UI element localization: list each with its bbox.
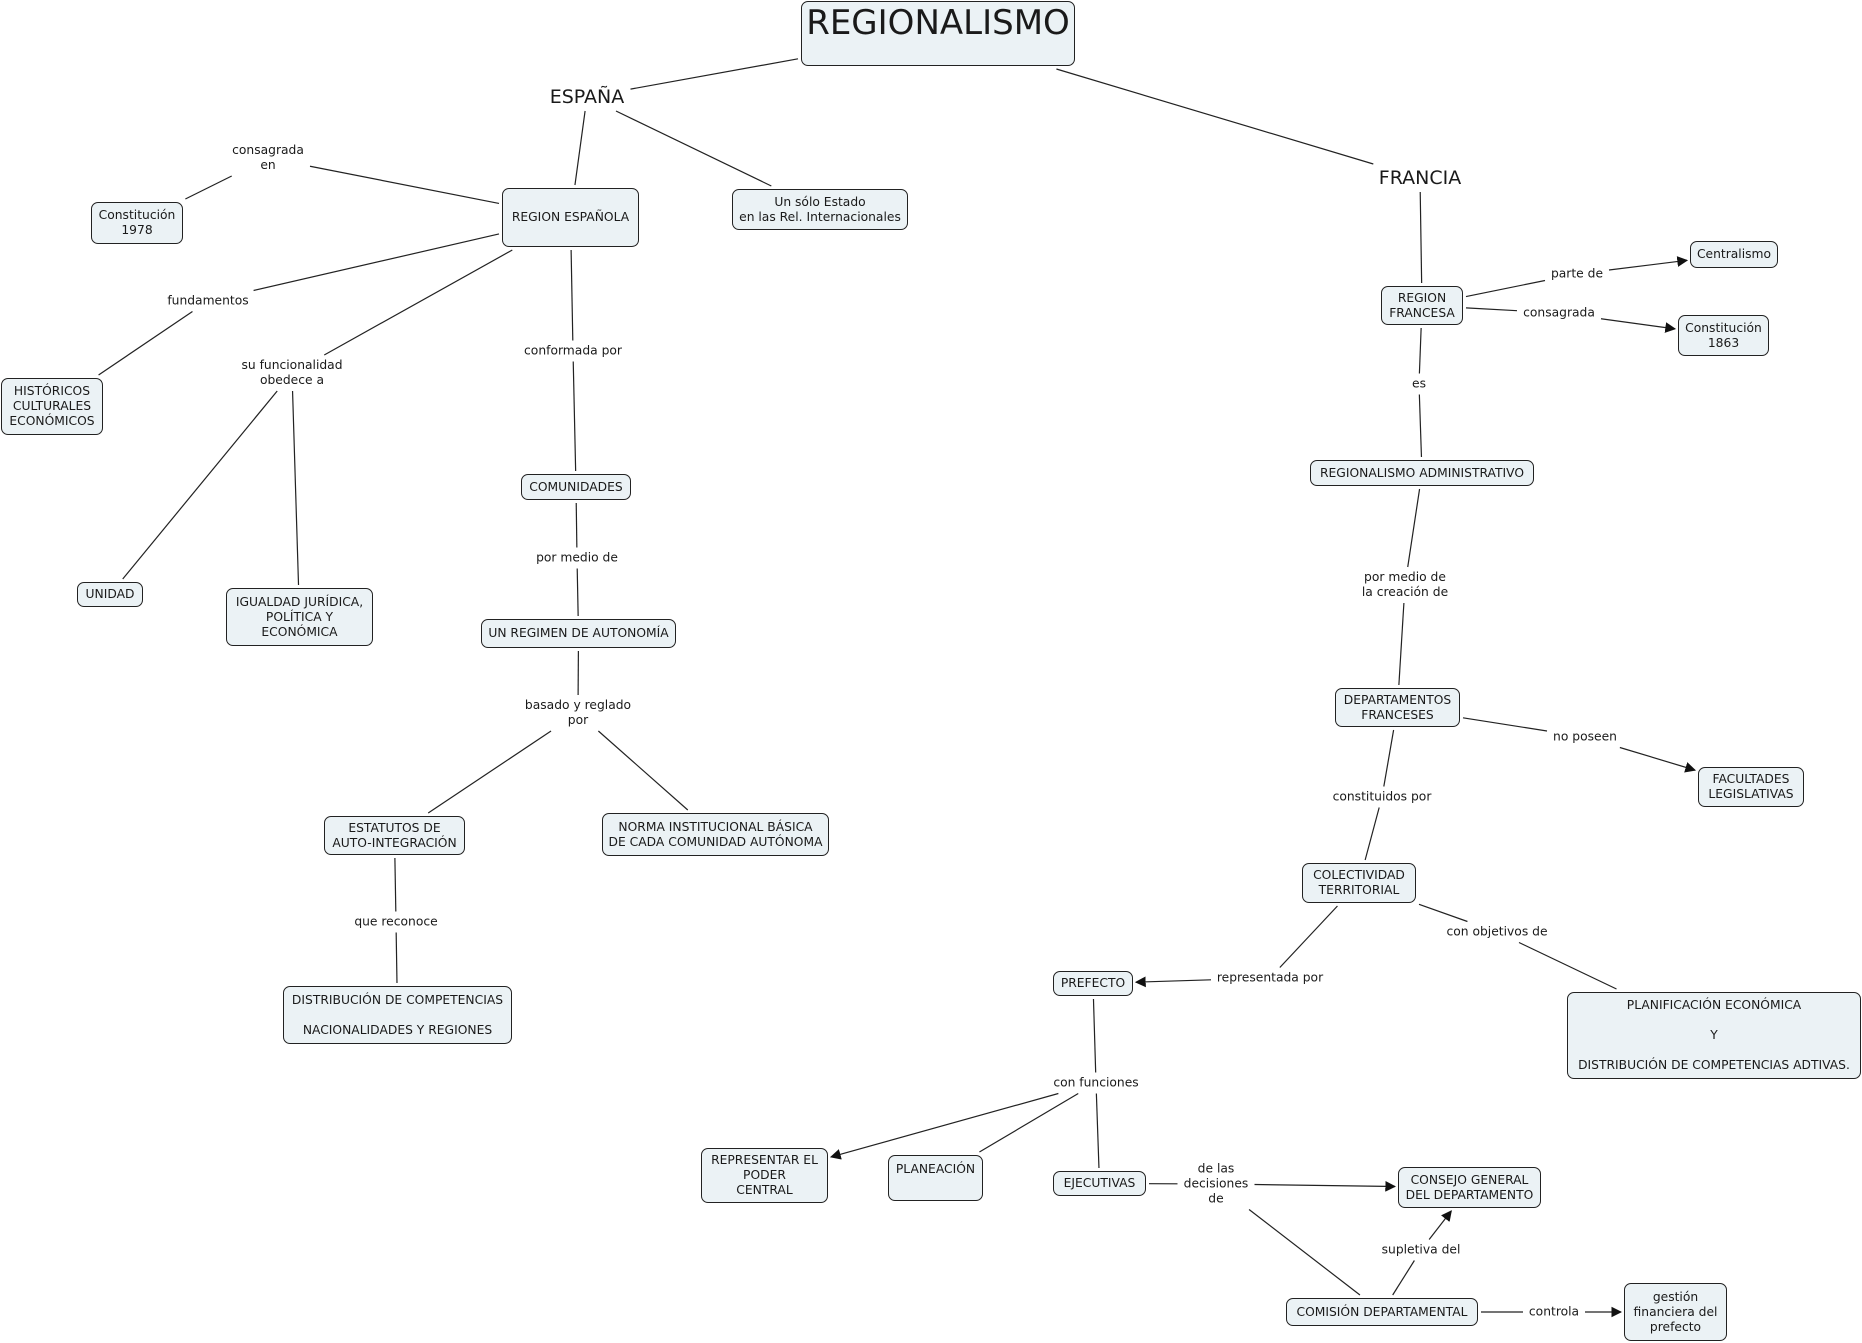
connector-consagrada-to-constitucion-1863 — [1600, 318, 1677, 333]
connector-constituidos-por-to-colectividad — [1364, 807, 1380, 861]
link-con-objetivos[interactable]: con objetivos de — [1444, 924, 1550, 940]
concept-estatutos[interactable]: ESTATUTOS DE AUTO-INTEGRACIÓN — [324, 816, 465, 855]
concept-regionalismo[interactable]: REGIONALISMO — [801, 1, 1075, 66]
concept-comision[interactable]: COMISIÓN DEPARTAMENTAL — [1286, 1298, 1478, 1326]
link-fundamentos[interactable]: fundamentos — [165, 293, 251, 309]
concept-region-francesa[interactable]: REGION FRANCESA — [1381, 286, 1463, 325]
concept-colectividad[interactable]: COLECTIVIDAD TERRITORIAL — [1302, 863, 1416, 903]
connector-con-funciones-to-planeacion — [979, 1092, 1079, 1153]
connector-regionalismo-to-francia — [1056, 68, 1374, 165]
concept-un-solo-estado[interactable]: Un sólo Estado en las Rel. Internacional… — [732, 189, 908, 230]
connector-fundamentos-to-historicos — [98, 311, 193, 376]
connector-colectividad-to-con-objetivos — [1418, 903, 1468, 923]
concept-gestion[interactable]: gestión financiera del prefecto — [1624, 1283, 1727, 1341]
connector-supletiva-del-to-consejo — [1428, 1210, 1452, 1240]
connector-comision-to-supletiva-del — [1392, 1260, 1415, 1296]
link-de-las-decisiones[interactable]: de las decisiones de — [1181, 1161, 1251, 1207]
link-conformada-por[interactable]: conformada por — [522, 343, 624, 359]
connector-region-francesa-to-es — [1418, 327, 1422, 374]
concept-representar[interactable]: REPRESENTAR EL PODER CENTRAL — [701, 1148, 828, 1203]
concept-region-espanola[interactable]: REGION ESPAÑOLA — [502, 188, 639, 247]
connector-por-medio-de-to-regimen-autonomia — [576, 568, 579, 617]
concept-prefecto[interactable]: PREFECTO — [1053, 971, 1133, 996]
link-que-reconoce[interactable]: que reconoce — [352, 914, 440, 930]
concept-norma-institucional[interactable]: NORMA INSTITUCIONAL BÁSICA DE CADA COMUN… — [602, 813, 829, 856]
connector-regionalismo-to-espana — [630, 58, 799, 90]
connector-region-espanola-to-su-funcionalidad — [323, 249, 513, 356]
link-representada-por[interactable]: representada por — [1214, 970, 1326, 986]
connector-departamentos-to-no-poseen — [1462, 717, 1548, 732]
connector-con-funciones-to-ejecutivas — [1095, 1093, 1100, 1169]
concept-igualdad[interactable]: IGUALDAD JURÍDICA, POLÍTICA Y ECONÓMICA — [226, 588, 373, 646]
connector-comision-to-de-las-decisiones — [1248, 1209, 1361, 1296]
concept-regionalismo-administrativo[interactable]: REGIONALISMO ADMINISTRATIVO — [1310, 460, 1534, 486]
concept-planeacion[interactable]: PLANEACIÓN — [888, 1155, 983, 1201]
connector-espana-to-un-solo-estado — [615, 110, 772, 187]
connector-colectividad-to-representada-por — [1279, 905, 1338, 968]
concept-departamentos[interactable]: DEPARTAMENTOS FRANCESES — [1335, 688, 1460, 727]
connector-comunidades-to-por-medio-de — [575, 502, 578, 548]
connector-region-espanola-to-fundamentos — [253, 233, 500, 292]
connector-region-francesa-to-consagrada — [1465, 307, 1518, 312]
connector-region-espanola-to-conformada-por — [570, 249, 574, 341]
link-supletiva-del[interactable]: supletiva del — [1379, 1242, 1463, 1258]
connector-conformada-por-to-comunidades — [572, 361, 577, 472]
connector-por-medio-creacion-to-departamentos — [1398, 602, 1405, 686]
connector-estatutos-to-que-reconoce — [394, 857, 397, 912]
concept-planificacion[interactable]: PLANIFICACIÓN ECONÓMICA Y DISTRIBUCIÓN D… — [1567, 992, 1861, 1079]
concept-constitucion-1863[interactable]: Constitución 1863 — [1678, 315, 1769, 356]
concept-distribucion-competencias[interactable]: DISTRIBUCIÓN DE COMPETENCIAS NACIONALIDA… — [283, 986, 512, 1044]
link-controla[interactable]: controla — [1526, 1304, 1582, 1320]
connector-regionalismo-administrativo-to-por-medio-creacion — [1407, 488, 1421, 568]
connector-con-objetivos-to-planificacion — [1518, 941, 1617, 990]
connector-es-to-regionalismo-administrativo — [1418, 394, 1423, 458]
concept-centralismo[interactable]: Centralismo — [1690, 241, 1778, 268]
link-basado-reglado[interactable]: basado y reglado por — [522, 698, 634, 728]
connector-basado-reglado-to-norma-institucional — [597, 730, 689, 811]
connector-de-las-decisiones-to-consejo — [1254, 1180, 1397, 1192]
connector-parte-de-to-centralismo — [1608, 256, 1689, 271]
connector-con-funciones-to-representar — [829, 1092, 1059, 1160]
link-su-funcionalidad[interactable]: su funcionalidad obedece a — [239, 358, 345, 388]
concept-ejecutivas[interactable]: EJECUTIVAS — [1053, 1171, 1146, 1196]
connector-departamentos-to-constituidos-por — [1383, 729, 1395, 787]
concept-facultades[interactable]: FACULTADES LEGISLATIVAS — [1698, 767, 1804, 807]
connector-region-francesa-to-parte-de — [1465, 279, 1546, 298]
connector-representada-por-to-prefecto — [1134, 976, 1212, 988]
concept-francia[interactable]: FRANCIA — [1378, 167, 1462, 189]
connector-que-reconoce-to-distribucion-competencias — [395, 932, 398, 984]
link-por-medio-de[interactable]: por medio de — [534, 550, 620, 566]
connector-consagrada-en-to-constitucion-1978 — [185, 175, 232, 200]
connector-su-funcionalidad-to-unidad — [122, 390, 278, 580]
connector-su-funcionalidad-to-igualdad — [291, 390, 300, 586]
connector-francia-to-region-francesa — [1419, 191, 1423, 284]
concept-constitucion-1978[interactable]: Constitución 1978 — [91, 202, 183, 244]
concept-comunidades[interactable]: COMUNIDADES — [521, 474, 631, 500]
link-es[interactable]: es — [1410, 376, 1428, 392]
link-con-funciones[interactable]: con funciones — [1051, 1075, 1141, 1091]
link-parte-de[interactable]: parte de — [1548, 266, 1606, 282]
concept-consejo[interactable]: CONSEJO GENERAL DEL DEPARTAMENTO — [1398, 1167, 1541, 1208]
concept-historicos[interactable]: HISTÓRICOS CULTURALES ECONÓMICOS — [1, 378, 103, 435]
link-no-poseen[interactable]: no poseen — [1551, 729, 1619, 745]
link-por-medio-creacion[interactable]: por medio de la creación de — [1359, 570, 1451, 600]
connector-prefecto-to-con-funciones — [1092, 998, 1097, 1073]
link-constituidos-por[interactable]: constituidos por — [1330, 789, 1434, 805]
link-consagrada-en[interactable]: consagrada en — [230, 143, 306, 173]
concept-regimen-autonomia[interactable]: UN REGIMEN DE AUTONOMÍA — [481, 619, 676, 648]
concept-unidad[interactable]: UNIDAD — [77, 582, 143, 607]
link-consagrada[interactable]: consagrada — [1521, 305, 1597, 321]
connector-espana-to-region-espanola — [574, 110, 586, 186]
concept-espana[interactable]: ESPAÑA — [549, 86, 625, 108]
connector-no-poseen-to-facultades — [1619, 746, 1697, 773]
connector-region-espanola-to-consagrada-en — [309, 165, 500, 205]
connector-basado-reglado-to-estatutos — [427, 730, 552, 814]
